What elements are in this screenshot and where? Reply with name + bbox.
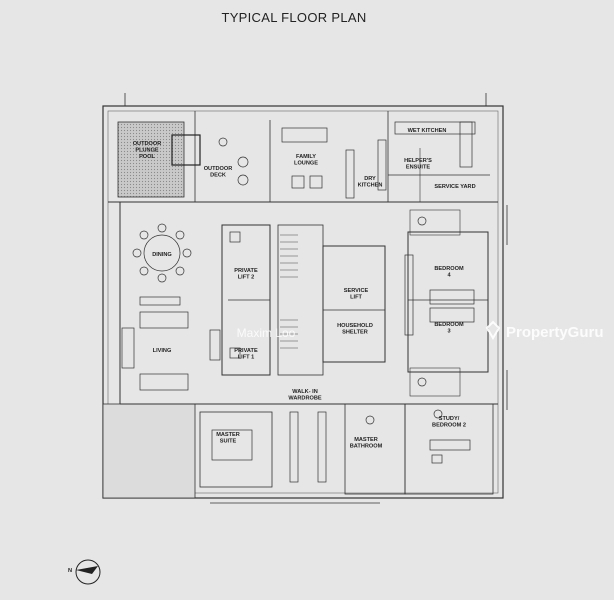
propertyguru-watermark: PropertyGuru	[485, 320, 604, 341]
room-label-line: ENSUITE	[406, 165, 431, 171]
dining-table-icon	[132, 223, 192, 283]
room-label-line: LIVING	[153, 348, 172, 354]
kitchen-counter-icon	[345, 121, 476, 199]
room-label-line: BEDROOM 2	[432, 423, 466, 429]
room-label-line: LIFT 2	[238, 275, 254, 281]
room-label-line: 4	[447, 273, 451, 279]
room-label-line: BATHROOM	[350, 444, 383, 450]
outdoor-deck-chairs-icon	[218, 137, 249, 186]
room-label-line: PRIVATE	[234, 348, 258, 354]
room-label-line: MASTER	[354, 437, 378, 443]
room-label-line: PLUNGE	[135, 148, 159, 154]
room-label-living: LIVING	[153, 348, 172, 354]
staircase	[280, 234, 298, 349]
compass-label: N	[68, 568, 72, 574]
room-label-line: WALK- IN	[292, 389, 317, 395]
room-label-wet-kitchen: WET KITCHEN	[408, 128, 447, 134]
room-label-line: 3	[447, 329, 450, 335]
room-label-line: SERVICE	[344, 288, 369, 294]
room-label-line: LOUNGE	[294, 161, 318, 167]
watermark-brand: PropertyGuru	[506, 324, 604, 341]
room-label-line: DECK	[210, 173, 226, 179]
room-label-line: HOUSEHOLD	[337, 323, 373, 329]
room-label-line: FAMILY	[296, 154, 316, 160]
propertyguru-logo-icon	[485, 320, 501, 340]
wardrobe-icon	[289, 254, 414, 483]
room-label-line: DINING	[152, 252, 172, 258]
room-label-line: KITCHEN	[358, 183, 383, 189]
bed-icon	[211, 289, 475, 461]
room-label-line: BEDROOM	[434, 266, 464, 272]
room-label-line: WARDROBE	[288, 396, 322, 402]
study-desk-icon	[429, 439, 471, 464]
living-sofa-icon	[121, 296, 221, 391]
family-lounge-sofa-icon	[281, 127, 328, 189]
room-label-line: DRY	[364, 176, 376, 182]
north-compass: N	[68, 559, 101, 585]
plan-title: TYPICAL FLOOR PLAN	[221, 10, 366, 25]
room-label-line: WET KITCHEN	[408, 128, 447, 134]
room-label-line: OUTDOOR	[204, 166, 233, 172]
room-label-line: BEDROOM	[434, 322, 464, 328]
room-label-line: LIFT 1	[238, 355, 254, 361]
room-label-dining: DINING	[152, 252, 172, 258]
room-label-line: LIFT	[350, 295, 362, 301]
room-label-service-yard: SERVICE YARD	[434, 184, 475, 190]
room-label-line: OUTDOOR	[133, 141, 162, 147]
room-label-line: SERVICE YARD	[434, 184, 475, 190]
room-label-line: SHELTER	[342, 330, 368, 336]
room-label-line: PRIVATE	[234, 268, 258, 274]
room-label-line: POOL	[139, 154, 155, 160]
room-label-line: STUDY/	[439, 416, 460, 422]
room-label-line: SUITE	[220, 439, 237, 445]
room-label-study-bedroom-2: STUDY/BEDROOM 2	[432, 416, 466, 429]
pool-pavilion	[171, 134, 201, 166]
bathroom-fixtures-icon	[229, 216, 443, 425]
building-walls	[102, 93, 508, 504]
watermark-agent: Maxim Loo	[237, 326, 296, 340]
room-label-line: HELPER'S	[404, 158, 432, 164]
room-label-line: MASTER	[216, 432, 240, 438]
